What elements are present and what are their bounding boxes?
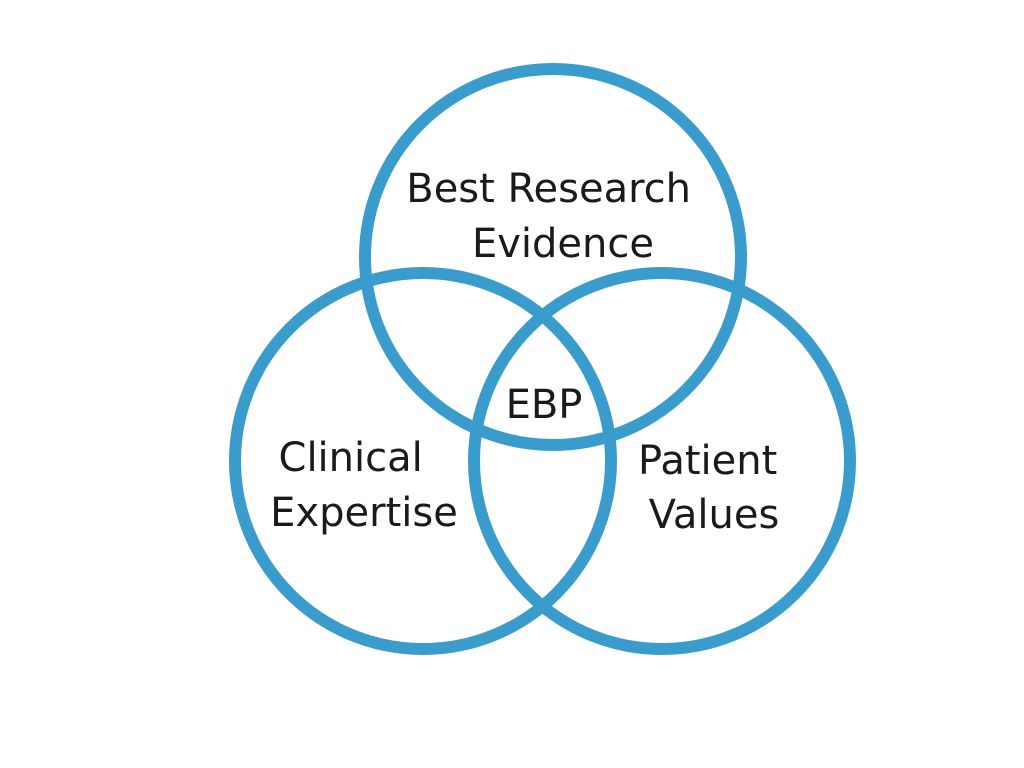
patient-values-label: Patient Values — [638, 438, 790, 538]
clinical-expertise-label: Clinical Expertise — [270, 435, 458, 536]
patient-values-circle — [468, 267, 856, 655]
patient-values-label-line-2: Values — [649, 492, 780, 538]
patient-values-label-line-1: Patient — [638, 438, 777, 484]
research-evidence-label: Best Research Evidence — [406, 166, 703, 267]
clinical-expertise-label-line-1: Clinical — [279, 435, 423, 481]
clinical-expertise-circle — [229, 267, 617, 655]
ebp-center-label: EBP — [506, 382, 583, 428]
research-evidence-circle — [359, 63, 747, 451]
research-evidence-label-line-1: Best Research — [406, 166, 691, 212]
research-evidence-label-line-2: Evidence — [472, 221, 654, 267]
clinical-expertise-label-line-2: Expertise — [270, 490, 458, 536]
